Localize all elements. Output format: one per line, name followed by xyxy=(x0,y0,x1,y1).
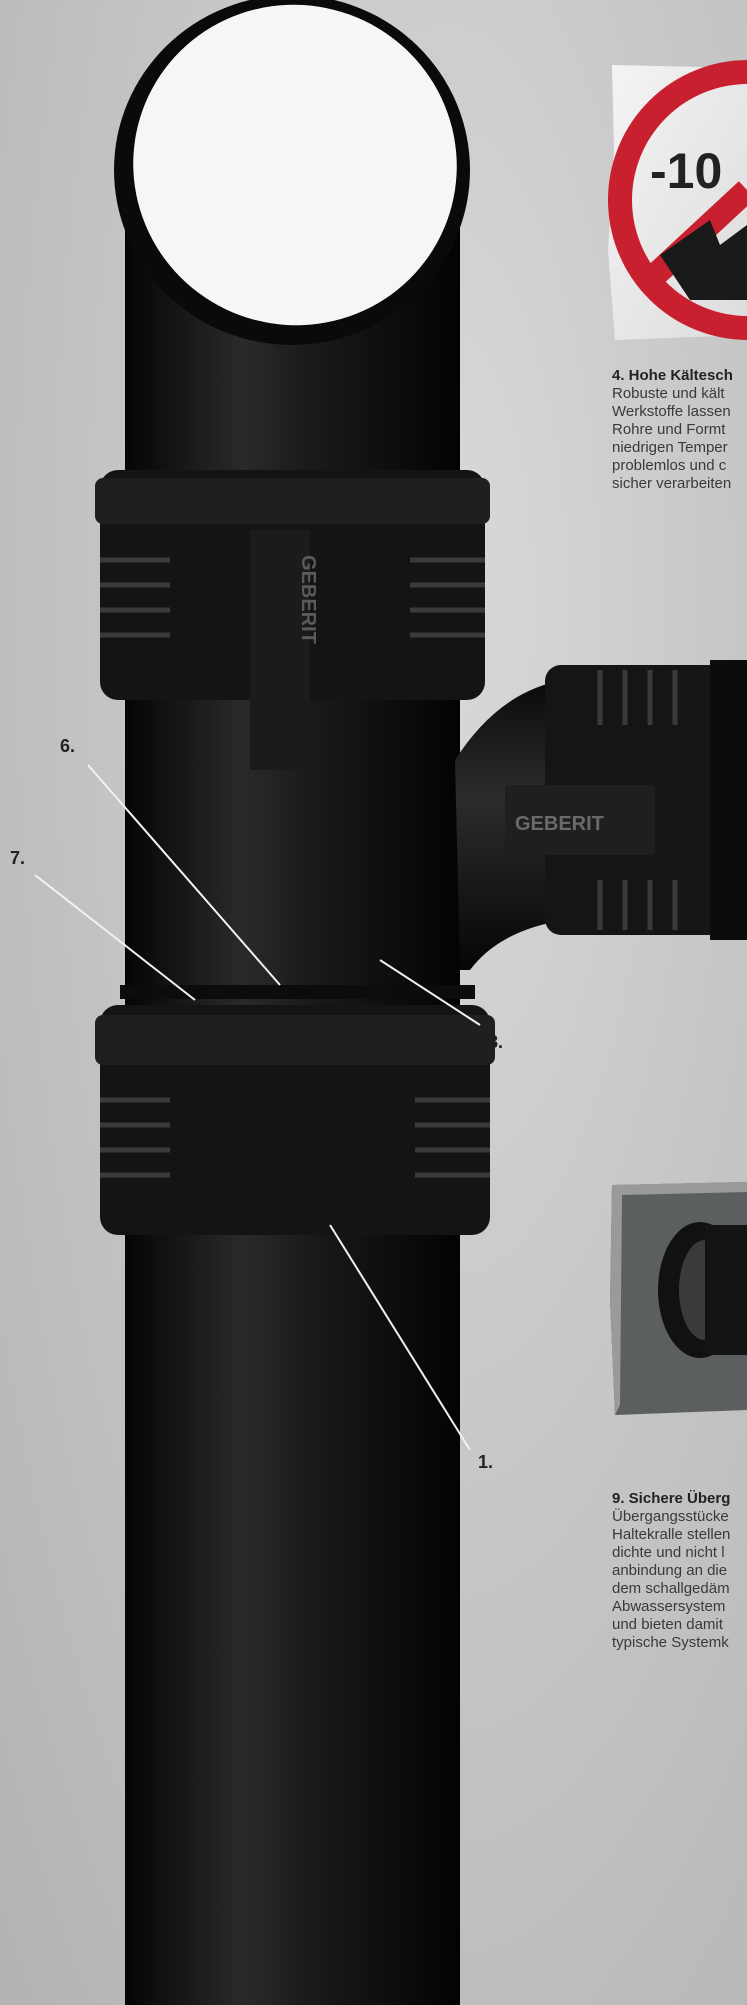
section-4-line: problemlos und c xyxy=(612,457,727,474)
section-9-line: und bieten damit xyxy=(612,1616,723,1633)
section-4-line: niedrigen Temper xyxy=(612,439,728,456)
section-9-line: typische Systemk xyxy=(612,1634,729,1651)
section-9-line: Haltekralle stellen xyxy=(612,1526,731,1543)
geberit-logo-branch: GEBERIT xyxy=(515,813,604,835)
no-cold-icon xyxy=(608,60,747,340)
branch-pipe xyxy=(455,660,747,970)
callout-7: 7. xyxy=(10,848,26,868)
leader-lines xyxy=(34,764,481,1451)
callout-1: 1. xyxy=(478,1452,494,1472)
section-4-line: Robuste und kält xyxy=(612,385,725,402)
section-4-line: sicher verarbeiten xyxy=(612,475,732,492)
section-4-line: Werkstoffe lassen xyxy=(612,403,731,420)
section-4-line: Rohre und Formt xyxy=(612,421,726,438)
section-9-line: Abwassersystem xyxy=(612,1598,726,1615)
callout-6: 6. xyxy=(60,736,76,756)
section-9-line: anbindung an die xyxy=(612,1562,728,1579)
transition-photo xyxy=(610,1182,747,1415)
upper-socket xyxy=(95,470,490,770)
section-9-line: Übergangsstücke xyxy=(612,1508,729,1525)
section-9-line: dem schallgedäm xyxy=(612,1580,730,1597)
section-9-title: 9. Sichere Überg xyxy=(612,1490,731,1507)
section-4-text: 4. Hohe Kältesch Robuste und kält Werkst… xyxy=(612,367,733,493)
section-9-text: 9. Sichere Überg Übergangsstücke Haltekr… xyxy=(612,1490,730,1652)
section-4-title: 4. Hohe Kältesch xyxy=(612,367,733,384)
cold-sign-photo xyxy=(608,60,747,340)
geberit-logo-upper: GEBERIT xyxy=(297,555,319,644)
section-9-line: dichte und nicht l xyxy=(612,1544,725,1561)
lower-socket xyxy=(95,985,495,1235)
callout-8: 8. xyxy=(488,1032,504,1052)
cold-sign-value: -10 xyxy=(650,143,722,199)
